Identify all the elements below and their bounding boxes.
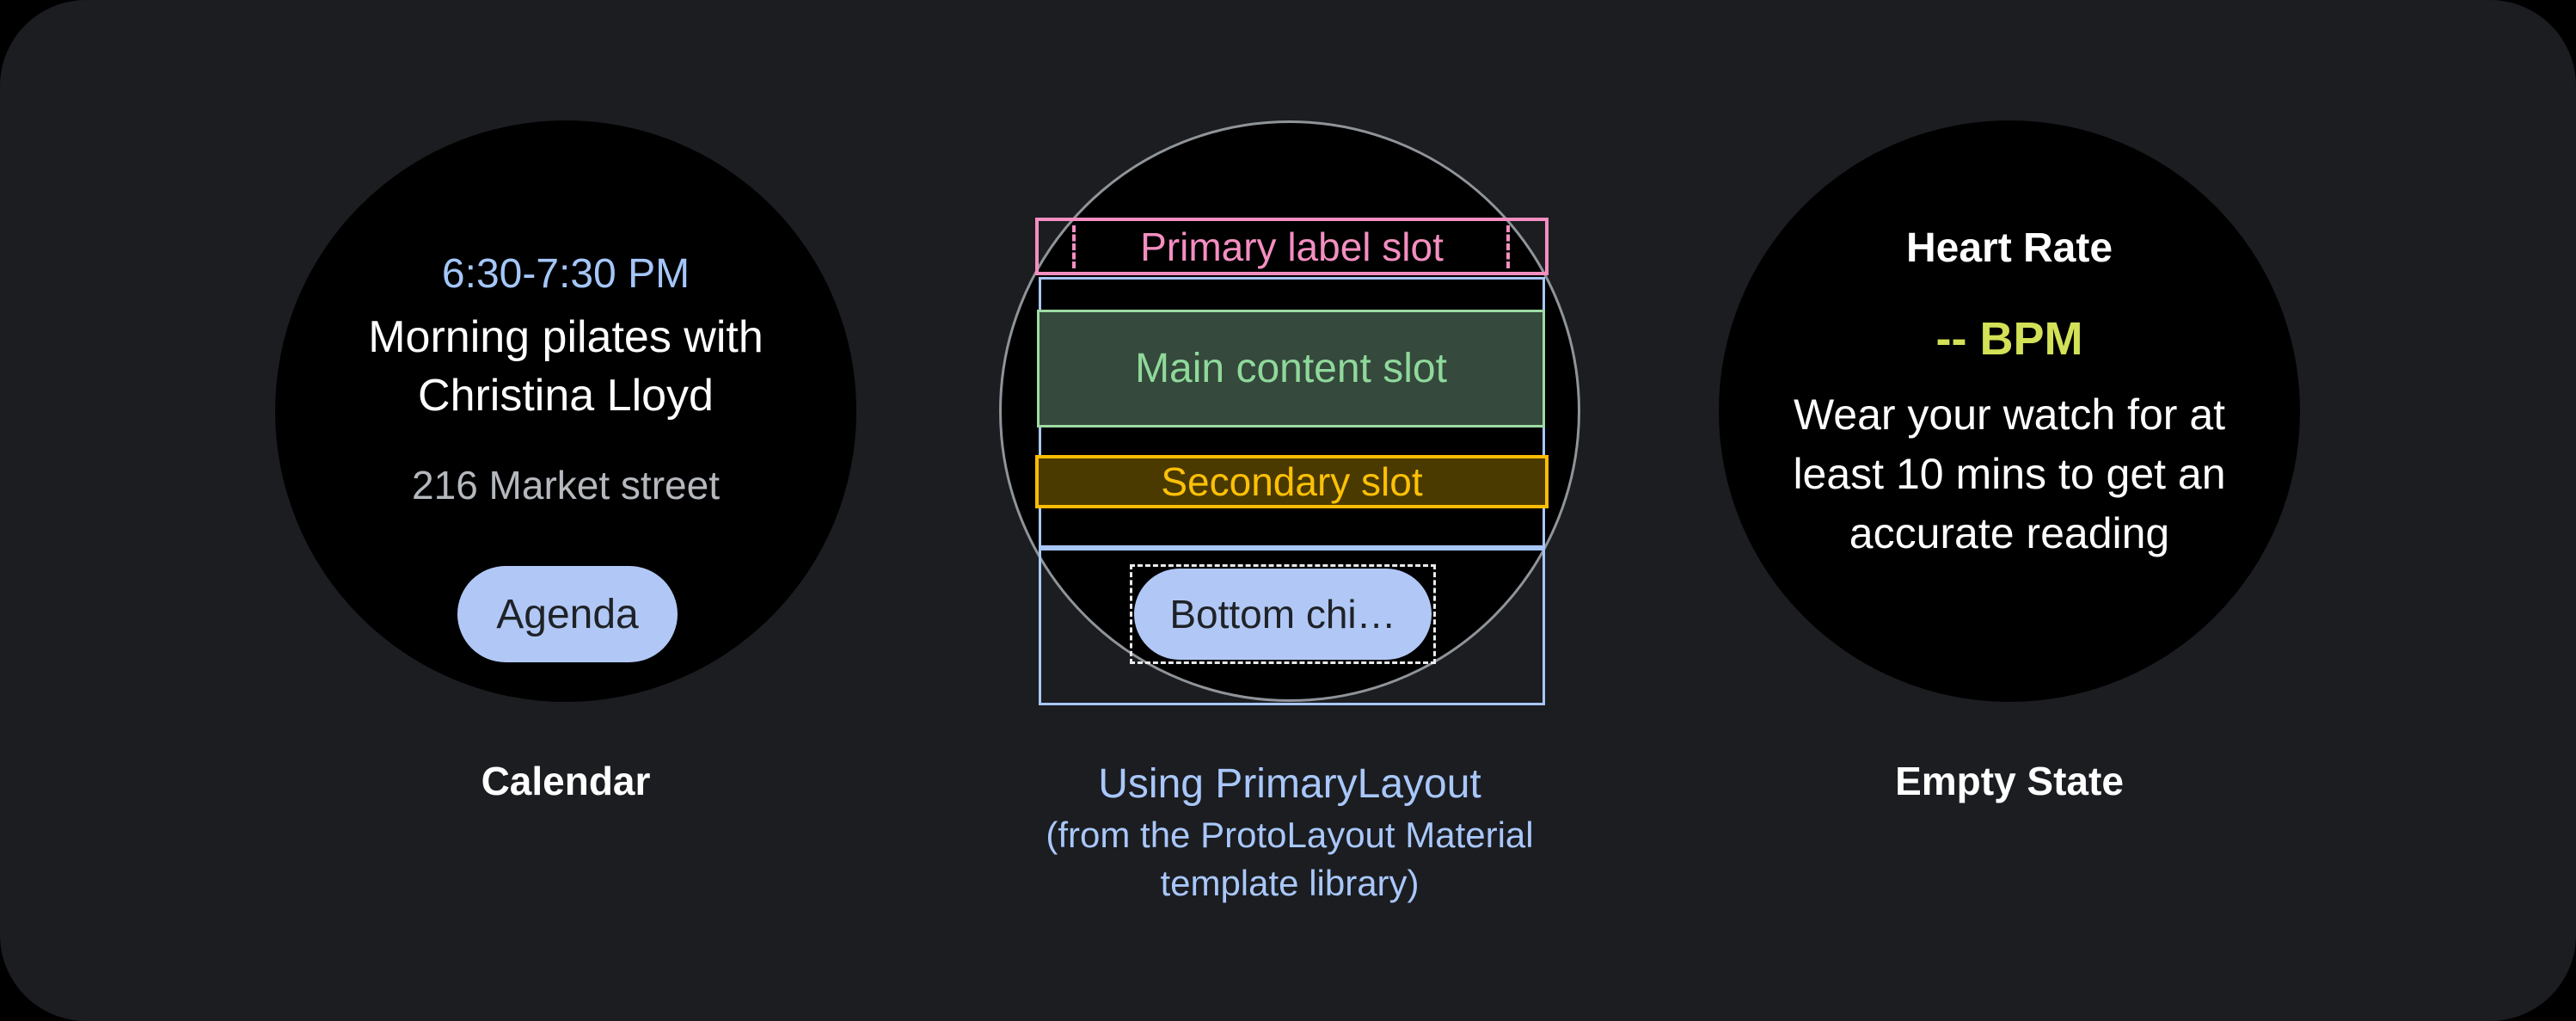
calendar-event-title: Morning pilates with Christina Lloyd	[368, 312, 764, 421]
bottom-area-outline	[1039, 548, 1545, 705]
primary-layout-caption-subline2: template library)	[1160, 863, 1420, 903]
heart-rate-bpm-value: -- BPM	[1935, 313, 2083, 365]
primary-label-slot-box: Primary label slot	[1035, 218, 1549, 275]
calendar-event-address: 216 Market street	[412, 463, 720, 507]
primary-label-slot-text: Primary label slot	[1140, 224, 1444, 269]
empty-state-caption: Empty State	[1895, 759, 2124, 803]
heart-rate-title: Heart Rate	[1905, 225, 2113, 271]
bottom-chip-label: Bottom chi…	[1169, 592, 1396, 637]
secondary-slot-box: Secondary slot	[1035, 455, 1549, 508]
primary-slot-left-dash-mark	[1072, 225, 1076, 268]
bottom-chip-button[interactable]: Bottom chi…	[1134, 569, 1432, 660]
primary-layout-caption-title: Using PrimaryLayout	[1098, 761, 1481, 807]
primary-layout-caption-subline1: (from the ProtoLayout Material	[1046, 815, 1534, 855]
main-content-slot-text: Main content slot	[1135, 346, 1447, 391]
bottom-chip-slot-outline	[1130, 564, 1436, 664]
calendar-caption: Calendar	[481, 759, 651, 803]
primary-slot-right-dash-mark	[1506, 225, 1510, 268]
agenda-chip-label: Agenda	[496, 591, 639, 637]
heart-rate-watch-face	[1719, 120, 2300, 702]
agenda-chip-button[interactable]: Agenda	[457, 566, 678, 662]
secondary-slot-text: Secondary slot	[1161, 459, 1423, 504]
calendar-time-label: 6:30-7:30 PM	[441, 251, 690, 297]
heart-rate-empty-message: Wear your watch for at least 10 mins to …	[1793, 391, 2226, 557]
main-content-slot-box: Main content slot	[1037, 310, 1545, 427]
